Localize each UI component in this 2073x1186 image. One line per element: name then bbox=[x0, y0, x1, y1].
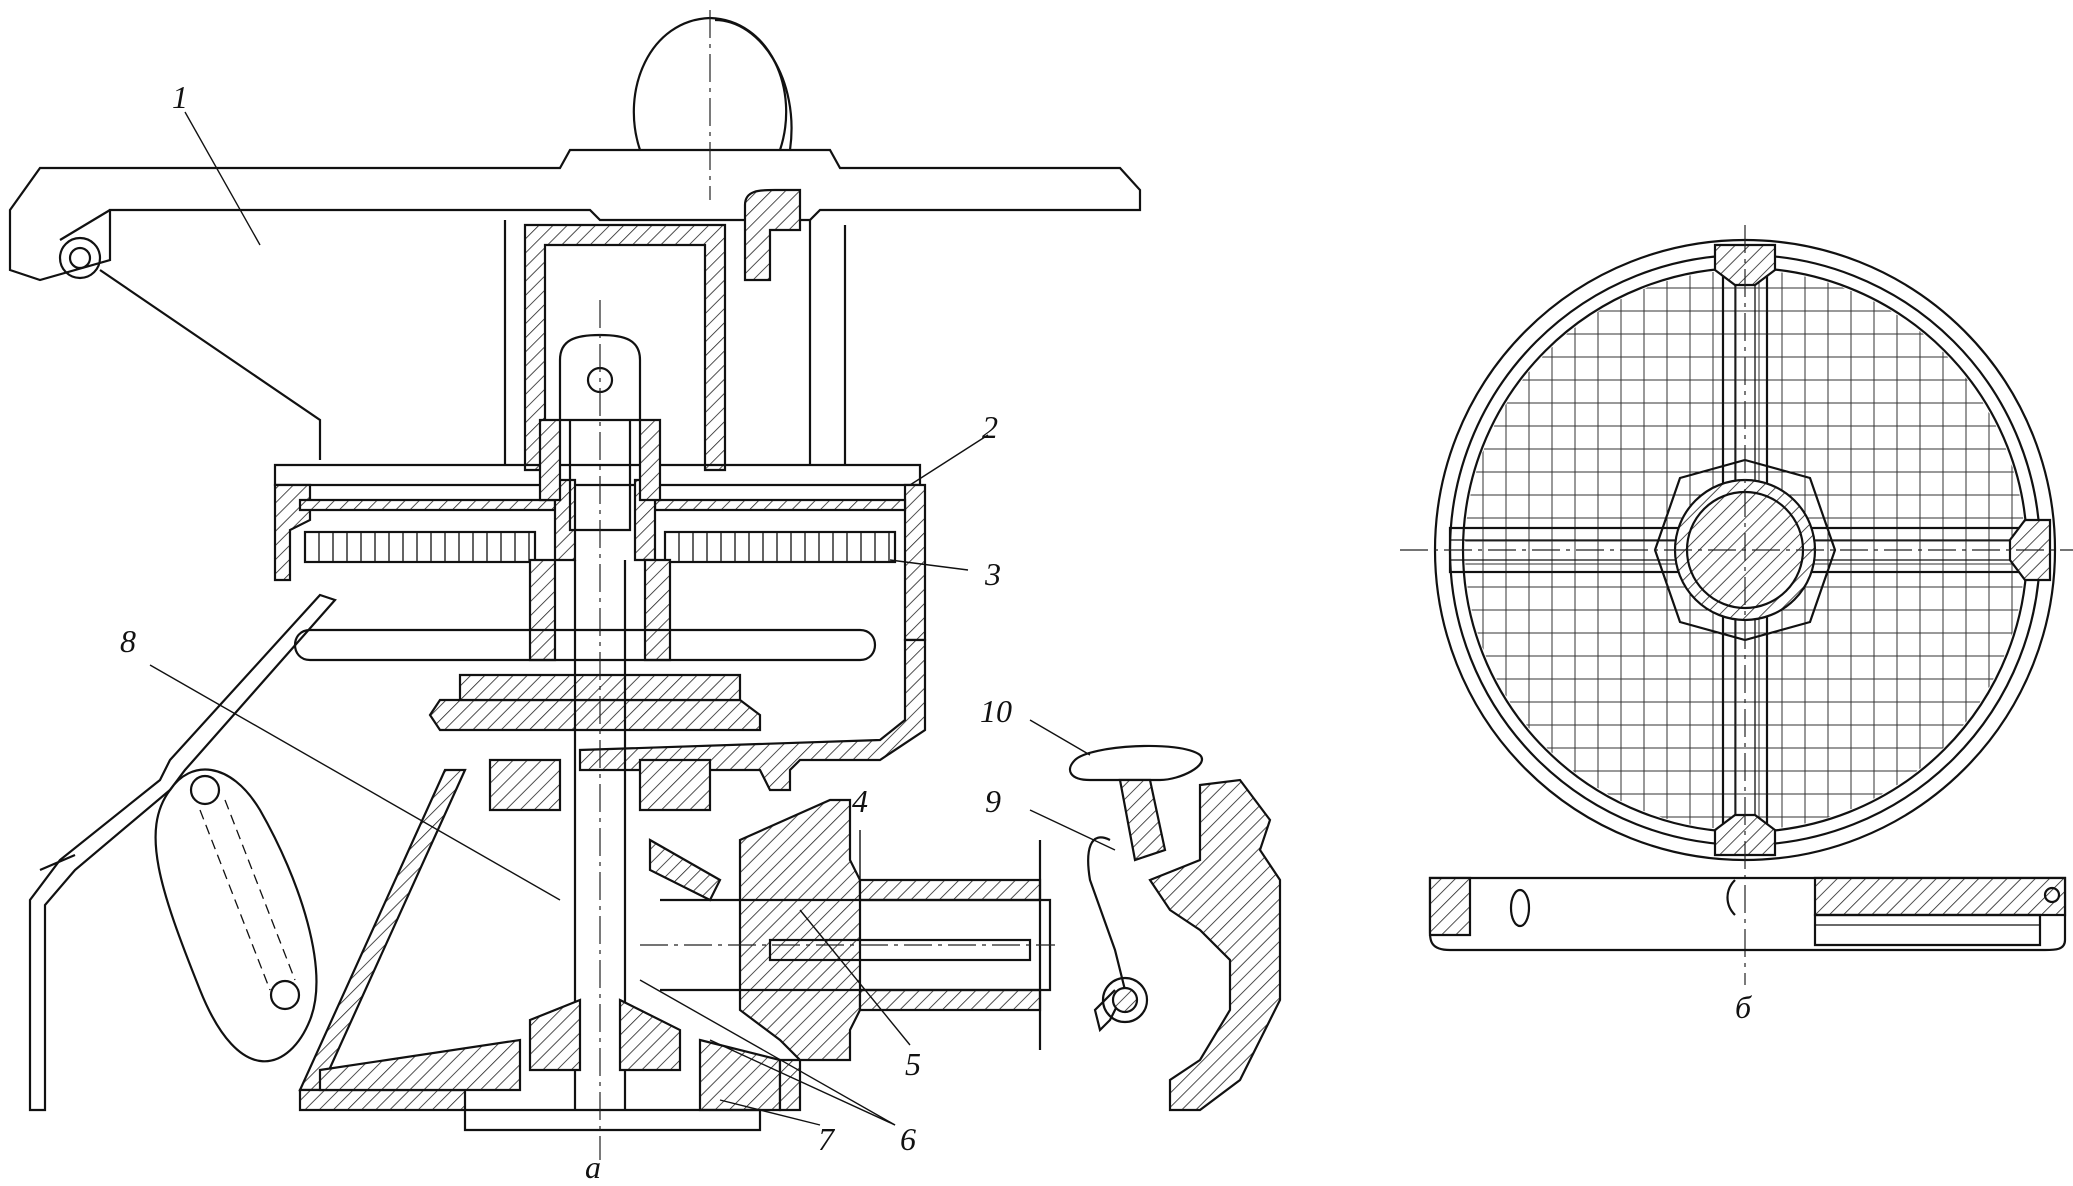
part-label-4: 4 bbox=[852, 783, 868, 819]
part-label-7: 7 bbox=[818, 1121, 836, 1157]
pusher-lever bbox=[8, 148, 1142, 460]
part-label-9: 9 bbox=[985, 783, 1001, 819]
hinged-plate bbox=[28, 593, 337, 1112]
top-knob bbox=[632, 16, 793, 151]
part-label-8: 8 bbox=[120, 623, 136, 659]
cutter-teeth-right bbox=[663, 530, 897, 564]
part-label-3: 3 bbox=[984, 556, 1001, 592]
part-label-1: 1 bbox=[172, 79, 188, 115]
part-label-5: 5 bbox=[905, 1046, 921, 1082]
cutter-teeth-left bbox=[303, 530, 537, 564]
bevel-gears-lower bbox=[528, 838, 722, 1072]
disc-side-profile bbox=[1428, 876, 2067, 952]
view-label-b: б bbox=[1735, 989, 1752, 1025]
clamp-mechanism bbox=[1068, 744, 1282, 1112]
leader-lines bbox=[149, 111, 1116, 1126]
gearbox bbox=[660, 798, 1052, 1062]
shaft-housing bbox=[528, 333, 672, 662]
part-label-2: 2 bbox=[982, 409, 998, 445]
view-label-a: а bbox=[585, 1149, 601, 1185]
part-label-10: 10 bbox=[980, 693, 1012, 729]
view-a-section: 1 2 3 4 5 6 7 8 9 10 а bbox=[8, 10, 1282, 1185]
part-label-6: 6 bbox=[900, 1121, 916, 1157]
view-b-disc: б bbox=[1400, 225, 2073, 1025]
